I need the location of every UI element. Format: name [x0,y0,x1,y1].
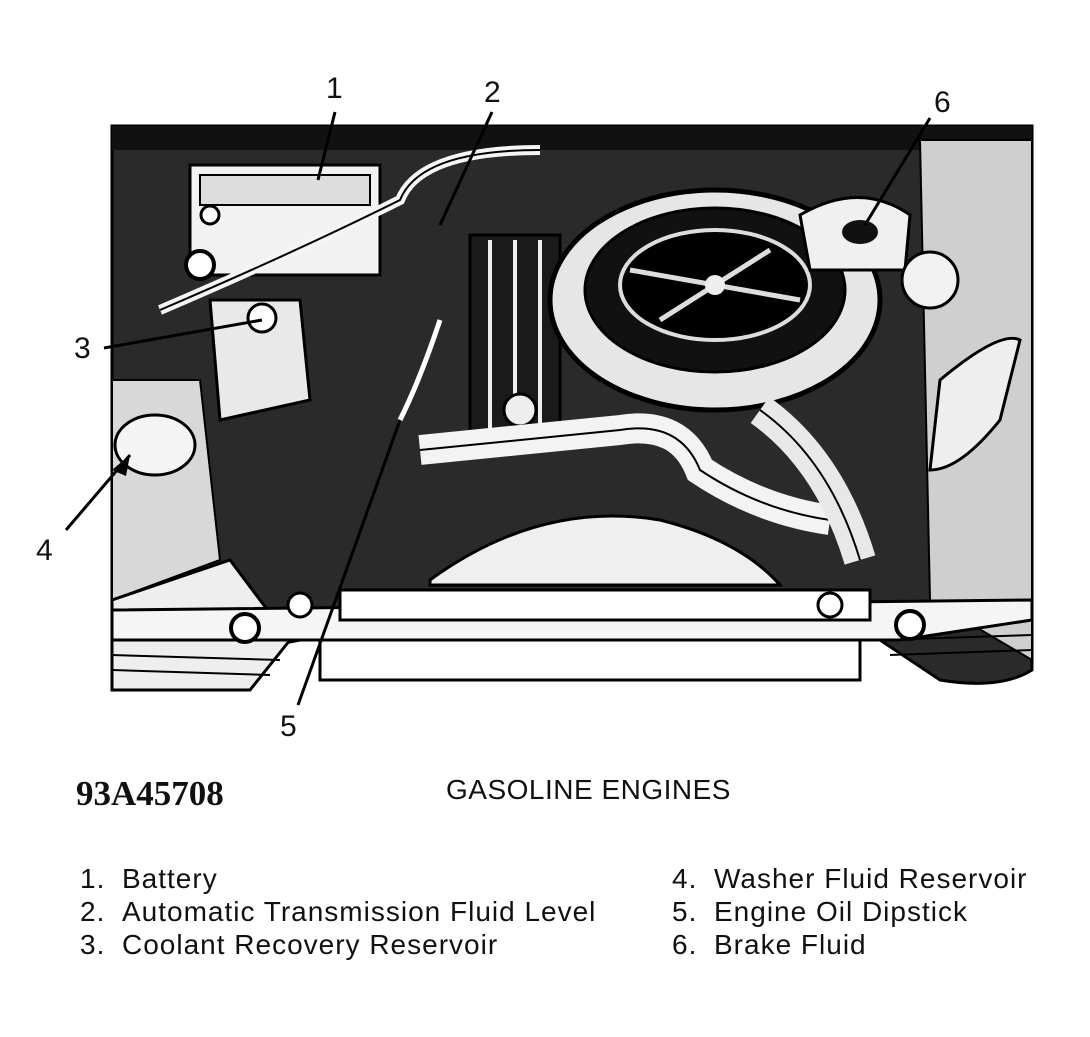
legend-item: 4. Washer Fluid Reservoir [672,862,1027,895]
figure-id: 93A45708 [76,774,224,813]
figure-caption: GASOLINE ENGINES [446,774,731,805]
leader-line-5 [296,419,402,706]
grille-hatching [111,634,1033,676]
fan-shroud [428,514,784,587]
legend-label: Coolant Recovery Reservoir [122,929,499,960]
callout-5: 5 [280,710,297,743]
arrowhead-4 [112,455,130,476]
legend-left-column: 1. Battery 2. Automatic Transmission Flu… [80,862,596,961]
callout-3: 3 [74,332,91,365]
leader-line-1 [316,111,337,181]
legend-item: 2. Automatic Transmission Fluid Level [80,895,596,928]
leader-line-6 [863,117,932,226]
legend-number: 2. [80,896,106,927]
legend-item: 1. Battery [80,862,596,895]
callout-4: 4 [36,534,53,567]
legend-item: 6. Brake Fluid [672,928,1027,961]
engine-bay-illustration [64,111,1034,706]
legend-number: 4. [672,863,698,894]
right-hose [928,336,1022,472]
legend-item: 5. Engine Oil Dipstick [672,895,1027,928]
legend-number: 3. [80,929,106,960]
legend-number: 6. [672,929,698,960]
strut-tower [900,250,960,310]
radiator-support [110,588,1034,682]
leader-line-2 [438,111,494,226]
brake-fluid-reservoir [798,196,912,272]
callout-2: 2 [484,76,501,109]
legend-label: Brake Fluid [714,929,867,960]
leader-line-3 [103,318,263,350]
coolant-reservoir [208,298,312,422]
hood-edge [112,126,1032,150]
legend-label: Engine Oil Dipstick [714,896,968,927]
engine-oil-dipstick [397,319,443,422]
callout-6: 6 [934,86,951,119]
legend-right-column: 4. Washer Fluid Reservoir 5. Engine Oil … [672,862,1027,961]
washer-fluid-reservoir [113,413,197,477]
legend-item: 3. Coolant Recovery Reservoir [80,928,596,961]
air-cleaner [547,187,883,413]
legend-number: 5. [672,896,698,927]
callout-1: 1 [326,72,343,105]
left-fender [111,379,222,602]
legend-label: Battery [122,863,218,894]
legend-label: Automatic Transmission Fluid Level [122,896,597,927]
legend-label: Washer Fluid Reservoir [714,863,1028,894]
callout-leader-lines [64,111,932,706]
legend-number: 1. [80,863,106,894]
engine-cam-cover [468,233,562,447]
